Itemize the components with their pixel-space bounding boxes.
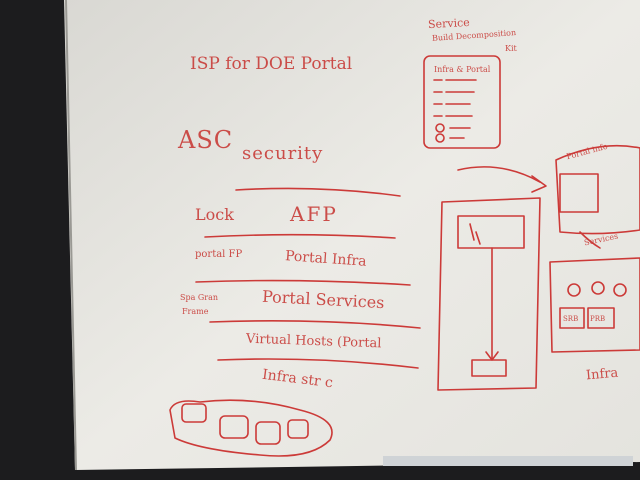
- lock-label: Lock: [195, 205, 234, 224]
- right-box-upper: [559, 173, 599, 213]
- center-tall-box: [437, 197, 541, 391]
- stack-divider-4: [217, 358, 419, 369]
- right-small-box-2: [587, 307, 615, 329]
- right-panel-lower: [549, 257, 640, 353]
- bottom-box-4: [287, 419, 309, 439]
- right-circle-3: [613, 283, 627, 297]
- right-circle-2: [591, 281, 605, 295]
- stack-divider-3: [209, 320, 421, 329]
- right-cloud-upper: [555, 144, 640, 235]
- right-box-label-2: PRB: [590, 315, 606, 323]
- security-label: security: [242, 143, 324, 164]
- left-row2-label: portal FP: [195, 249, 243, 260]
- service-heading: Service: [427, 15, 471, 32]
- afp-label: AFP: [290, 202, 338, 226]
- center-mark-1: [469, 223, 475, 241]
- curve-arrow: [457, 166, 541, 183]
- center-bottom-box: [471, 359, 507, 377]
- stack-divider-1: [204, 233, 396, 239]
- service-panel: [423, 55, 501, 149]
- panel-line-5: [449, 127, 471, 139]
- left-row3-label-a: Spa Gran: [180, 293, 219, 302]
- left-row3-label-b: Frame: [182, 307, 209, 316]
- panel-bullet-5: [435, 123, 445, 133]
- panel-bullet-6: [435, 133, 445, 143]
- kit-label: Kit: [505, 44, 517, 53]
- center-top-box: [457, 215, 525, 249]
- center-mark-2: [475, 231, 481, 245]
- bottom-box-2: [219, 415, 249, 439]
- curve-arrowhead: [531, 175, 547, 193]
- right-circle-1: [567, 283, 581, 297]
- bottom-box-3: [255, 421, 281, 445]
- right-connector: [579, 231, 601, 249]
- right-note-3: Infra: [585, 365, 619, 384]
- stack-divider-0: [235, 187, 401, 197]
- asc-label: ASC: [178, 126, 234, 154]
- right-box-label-1: SRB: [563, 315, 579, 323]
- panel-heading: Infra & Portal: [434, 65, 491, 74]
- board-title: ISP for DOE Portal: [190, 54, 353, 74]
- board-left-edge: [65, 0, 77, 471]
- marker-tray: [383, 456, 633, 466]
- bottom-box-1: [181, 403, 207, 423]
- whiteboard-surface: [64, 0, 640, 470]
- stack-divider-2: [195, 279, 411, 286]
- bottom-cloud: [169, 399, 333, 457]
- right-small-box-1: [559, 307, 585, 329]
